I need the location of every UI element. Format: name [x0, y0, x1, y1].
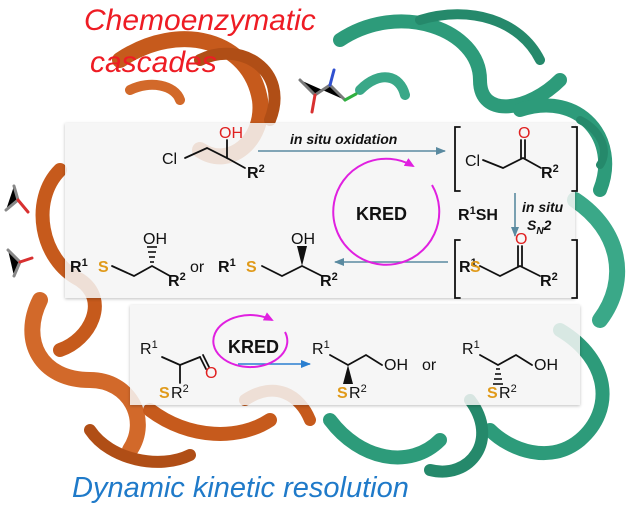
aldehyde-bonds — [161, 354, 210, 384]
sulfide-o-label: O — [515, 231, 527, 248]
stereo-bonds — [147, 246, 503, 385]
start-r2-label: R2 — [247, 163, 265, 182]
sulfide-r2-label: R2 — [540, 271, 558, 290]
chloroketone-bonds — [454, 126, 578, 192]
product1-r1-label: R1 — [70, 257, 88, 276]
reaction-panel-cascade — [65, 123, 575, 298]
kred-label-top: KRED — [356, 204, 407, 224]
sulfide-r1-label: R1 — [459, 257, 477, 276]
ketone-o-label: O — [518, 125, 530, 142]
product2-r1-label: R1 — [218, 257, 236, 276]
dkr-p1-s-label: S — [337, 385, 348, 402]
process-arrows — [238, 147, 519, 368]
dkr-p1-r1-label: R1 — [312, 339, 330, 358]
product1-oh-label: OH — [143, 231, 167, 248]
sulfide-s-label: S — [470, 259, 481, 276]
ketone-cl-label: Cl — [465, 153, 480, 170]
dkr-p1-sr2-label: R2 — [349, 383, 367, 402]
product2-s-label: S — [246, 259, 257, 276]
ketone-r2-label: R2 — [541, 163, 559, 182]
kred-cycle-bottom — [212, 312, 289, 369]
kred-cycle-top — [332, 157, 441, 266]
dkr-p2-r1-label: R1 — [462, 339, 480, 358]
sn2-reagent-label-2: SN2 — [527, 217, 552, 237]
oxidation-reagent-label: in situ oxidation — [290, 131, 397, 147]
kred-cycles — [212, 157, 441, 369]
title-cascades: cascades — [90, 46, 217, 79]
product2-oh-label: OH — [291, 231, 315, 248]
product1-s-label: S — [98, 259, 109, 276]
thiol-label: R1SH — [458, 205, 498, 224]
kred-label-bottom: KRED — [228, 337, 279, 357]
reaction-panel-dkr — [130, 305, 580, 405]
thioketone-bonds — [454, 239, 578, 299]
product2-r2-label: R2 — [320, 271, 338, 290]
or-label-bottom: or — [422, 357, 437, 374]
dkr-p2-sr2-label: R2 — [499, 383, 517, 402]
dkr-product1-bonds — [329, 353, 383, 367]
start-cl-label: Cl — [162, 151, 177, 168]
dkr-p1-oh-label: OH — [384, 357, 408, 374]
chlorohydrin-bonds — [184, 139, 246, 169]
product1-bonds — [111, 264, 171, 278]
aldehyde-o-label: O — [205, 365, 217, 382]
product2-bonds — [261, 264, 323, 278]
ligand-sticks — [4, 68, 358, 278]
aldehyde-sr2-label: R2 — [171, 383, 189, 402]
title-dynamic-kinetic-resolution: Dynamic kinetic resolution — [72, 472, 409, 504]
title-chemoenzymatic: Chemoenzymatic — [84, 4, 316, 37]
teal-protein-ribbons — [323, 9, 626, 478]
start-oh-label: OH — [219, 125, 243, 142]
or-label-top: or — [190, 259, 205, 276]
dkr-product2-bonds — [479, 353, 533, 367]
dkr-p2-oh-label: OH — [534, 357, 558, 374]
dkr-p2-s-label: S — [487, 385, 498, 402]
aldehyde-r1-label: R1 — [140, 339, 158, 358]
product1-r2-label: R2 — [168, 271, 186, 290]
aldehyde-s-label: S — [159, 385, 170, 402]
sn2-reagent-label-1: in situ — [522, 199, 564, 215]
